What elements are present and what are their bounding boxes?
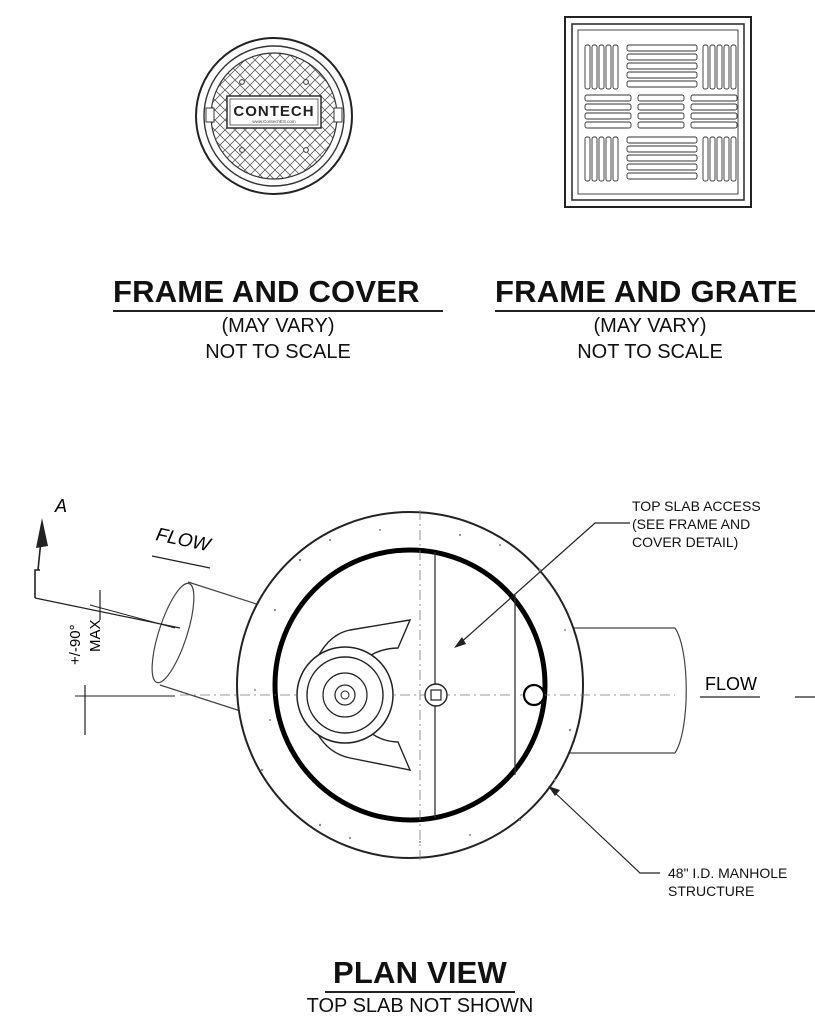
grate-slot	[626, 80, 698, 88]
frame-and-grate-note-scale: NOT TO SCALE	[577, 341, 723, 363]
frame-and-grate-title: FRAME AND GRATE	[495, 274, 815, 312]
grate-slot	[605, 44, 612, 90]
flow-out-label: FLOW	[705, 674, 757, 694]
grate-slot	[591, 136, 598, 182]
grate-slot	[598, 44, 605, 90]
grate-slot	[702, 136, 709, 182]
callout-top-slab-access: TOP SLAB ACCESS (SEE FRAME AND COVER DET…	[632, 497, 761, 551]
grate-slot	[605, 136, 612, 182]
plan-view-subtitle: TOP SLAB NOT SHOWN	[306, 995, 534, 1017]
callout-access-line-3: COVER DETAIL)	[632, 534, 739, 550]
cover-url-text: www.ContechES.com	[252, 119, 296, 124]
grate-slot	[626, 163, 698, 171]
grate-slot	[637, 94, 685, 102]
concrete-aggregate	[254, 529, 572, 843]
grate-slot	[690, 121, 738, 129]
grate-slot	[637, 103, 685, 111]
grate-slot	[584, 103, 632, 111]
plan-view-title: PLAN VIEW	[325, 955, 515, 993]
grate-slot	[690, 94, 738, 102]
grate-slot	[723, 136, 730, 182]
grate-slot	[626, 172, 698, 180]
grate-slot	[591, 44, 598, 90]
grate-slot	[709, 44, 716, 90]
frame-and-grate-note-may-vary: (MAY VARY)	[593, 315, 707, 337]
grate-slot	[637, 112, 685, 120]
grate-slot	[716, 136, 723, 182]
grate-slot	[612, 44, 619, 90]
grate-slot	[584, 121, 632, 129]
grate-slot	[584, 112, 632, 120]
grate-slot	[730, 136, 737, 182]
frame-and-cover-drawing: CONTECH www.ContechES.com	[195, 37, 353, 195]
grate-slot	[709, 136, 716, 182]
section-marker-a: A	[54, 496, 67, 516]
grate-slot	[723, 44, 730, 90]
callout-manhole-structure: 48" I.D. MANHOLE STRUCTURE	[668, 864, 815, 900]
grate-slot	[584, 136, 591, 182]
grate-slot	[730, 44, 737, 90]
callout-structure-line-2: STRUCTURE	[668, 883, 755, 899]
grate-slot	[690, 103, 738, 111]
grate-slot	[584, 44, 591, 90]
flow-in-label: FLOW	[154, 524, 214, 556]
grate-slot	[626, 145, 698, 153]
grate-slot	[626, 53, 698, 61]
cover-brand-text: CONTECH	[233, 103, 314, 120]
callout-access-line-1: TOP SLAB ACCESS	[632, 498, 761, 514]
grate-slot	[637, 121, 685, 129]
grate-slot	[702, 44, 709, 90]
angle-max-label: MAX	[87, 619, 104, 652]
frame-and-cover-title: FRAME AND COVER	[113, 274, 443, 312]
grate-slot	[598, 136, 605, 182]
grate-slot	[626, 62, 698, 70]
grate-slot	[626, 44, 698, 52]
plan-view-drawing: A FLOW FLOW +/-90° MAX	[34, 496, 815, 874]
grate-slot	[626, 71, 698, 79]
callout-access-line-2: (SEE FRAME AND	[632, 516, 751, 532]
frame-and-cover-note-scale: NOT TO SCALE	[205, 341, 351, 363]
grate-slot	[612, 136, 619, 182]
outlet-pipe	[560, 627, 687, 754]
frame-and-grate-drawing	[564, 16, 752, 208]
grate-slot	[626, 136, 698, 144]
grate-slot	[584, 94, 632, 102]
grate-slot	[626, 154, 698, 162]
grate-slot	[690, 112, 738, 120]
grate-slot	[716, 44, 723, 90]
frame-and-cover-note-may-vary: (MAY VARY)	[221, 315, 335, 337]
angle-label: +/-90°	[67, 624, 84, 665]
callout-structure-line-1: 48" I.D. MANHOLE	[668, 865, 788, 881]
